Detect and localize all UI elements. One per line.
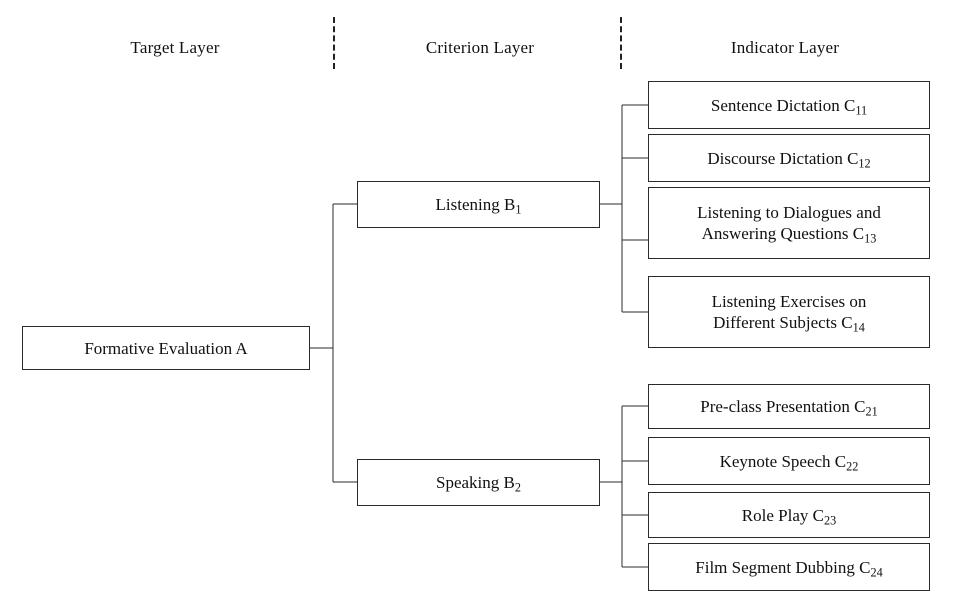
node-indicator-c11-subscript: 11 — [855, 102, 868, 117]
node-indicator-c13-label: Listening to Dialogues and Answering Que… — [697, 203, 881, 246]
node-indicator-c21-label: Pre-class Presentation C21 — [700, 397, 878, 419]
node-indicator-c12-label: Discourse Dictation C12 — [707, 148, 871, 170]
node-indicator-c23-label: Role Play C23 — [741, 505, 837, 527]
layer-header-criterion: Criterion Layer — [380, 38, 580, 58]
node-indicator-c24[interactable]: Film Segment Dubbing C24 — [648, 543, 930, 591]
node-criterion-b2-subscript: 2 — [514, 480, 521, 495]
layer-header-criterion-label: Criterion Layer — [425, 38, 535, 57]
node-criterion-b2-label: Speaking B2 — [436, 473, 521, 495]
node-target-a-label: Formative Evaluation A — [84, 338, 248, 358]
column-separator-1 — [333, 17, 335, 69]
node-criterion-b2[interactable]: Speaking B2 — [357, 459, 600, 506]
node-indicator-c13-subscript: 13 — [864, 231, 877, 246]
column-separator-2 — [620, 17, 622, 69]
layer-header-indicator: Indicator Layer — [685, 38, 885, 58]
node-indicator-c22-label: Keynote Speech C22 — [719, 451, 859, 473]
node-indicator-c14[interactable]: Listening Exercises on Different Subject… — [648, 276, 930, 348]
node-criterion-b1-subscript: 1 — [515, 202, 522, 217]
layer-header-target: Target Layer — [75, 38, 275, 58]
node-indicator-c24-label: Film Segment Dubbing C24 — [695, 557, 883, 579]
node-criterion-b1[interactable]: Listening B1 — [357, 181, 600, 228]
node-indicator-c14-subscript: 14 — [852, 320, 865, 335]
layer-header-indicator-label: Indicator Layer — [730, 38, 840, 57]
node-criterion-b1-label: Listening B1 — [435, 195, 522, 217]
node-indicator-c14-label: Listening Exercises on Different Subject… — [711, 292, 867, 335]
node-indicator-c23[interactable]: Role Play C23 — [648, 492, 930, 538]
node-indicator-c13[interactable]: Listening to Dialogues and Answering Que… — [648, 187, 930, 259]
node-indicator-c23-subscript: 23 — [823, 512, 837, 527]
node-indicator-c12-subscript: 12 — [858, 155, 871, 170]
node-indicator-c12[interactable]: Discourse Dictation C12 — [648, 134, 930, 182]
node-indicator-c21-subscript: 21 — [865, 404, 878, 419]
node-indicator-c11[interactable]: Sentence Dictation C11 — [648, 81, 930, 129]
node-indicator-c21[interactable]: Pre-class Presentation C21 — [648, 384, 930, 429]
node-indicator-c22[interactable]: Keynote Speech C22 — [648, 437, 930, 485]
node-indicator-c22-subscript: 22 — [846, 458, 859, 473]
node-indicator-c11-label: Sentence Dictation C11 — [710, 95, 868, 117]
node-indicator-c24-subscript: 24 — [870, 564, 883, 579]
node-target-a[interactable]: Formative Evaluation A — [22, 326, 310, 370]
layer-header-target-label: Target Layer — [130, 38, 220, 57]
